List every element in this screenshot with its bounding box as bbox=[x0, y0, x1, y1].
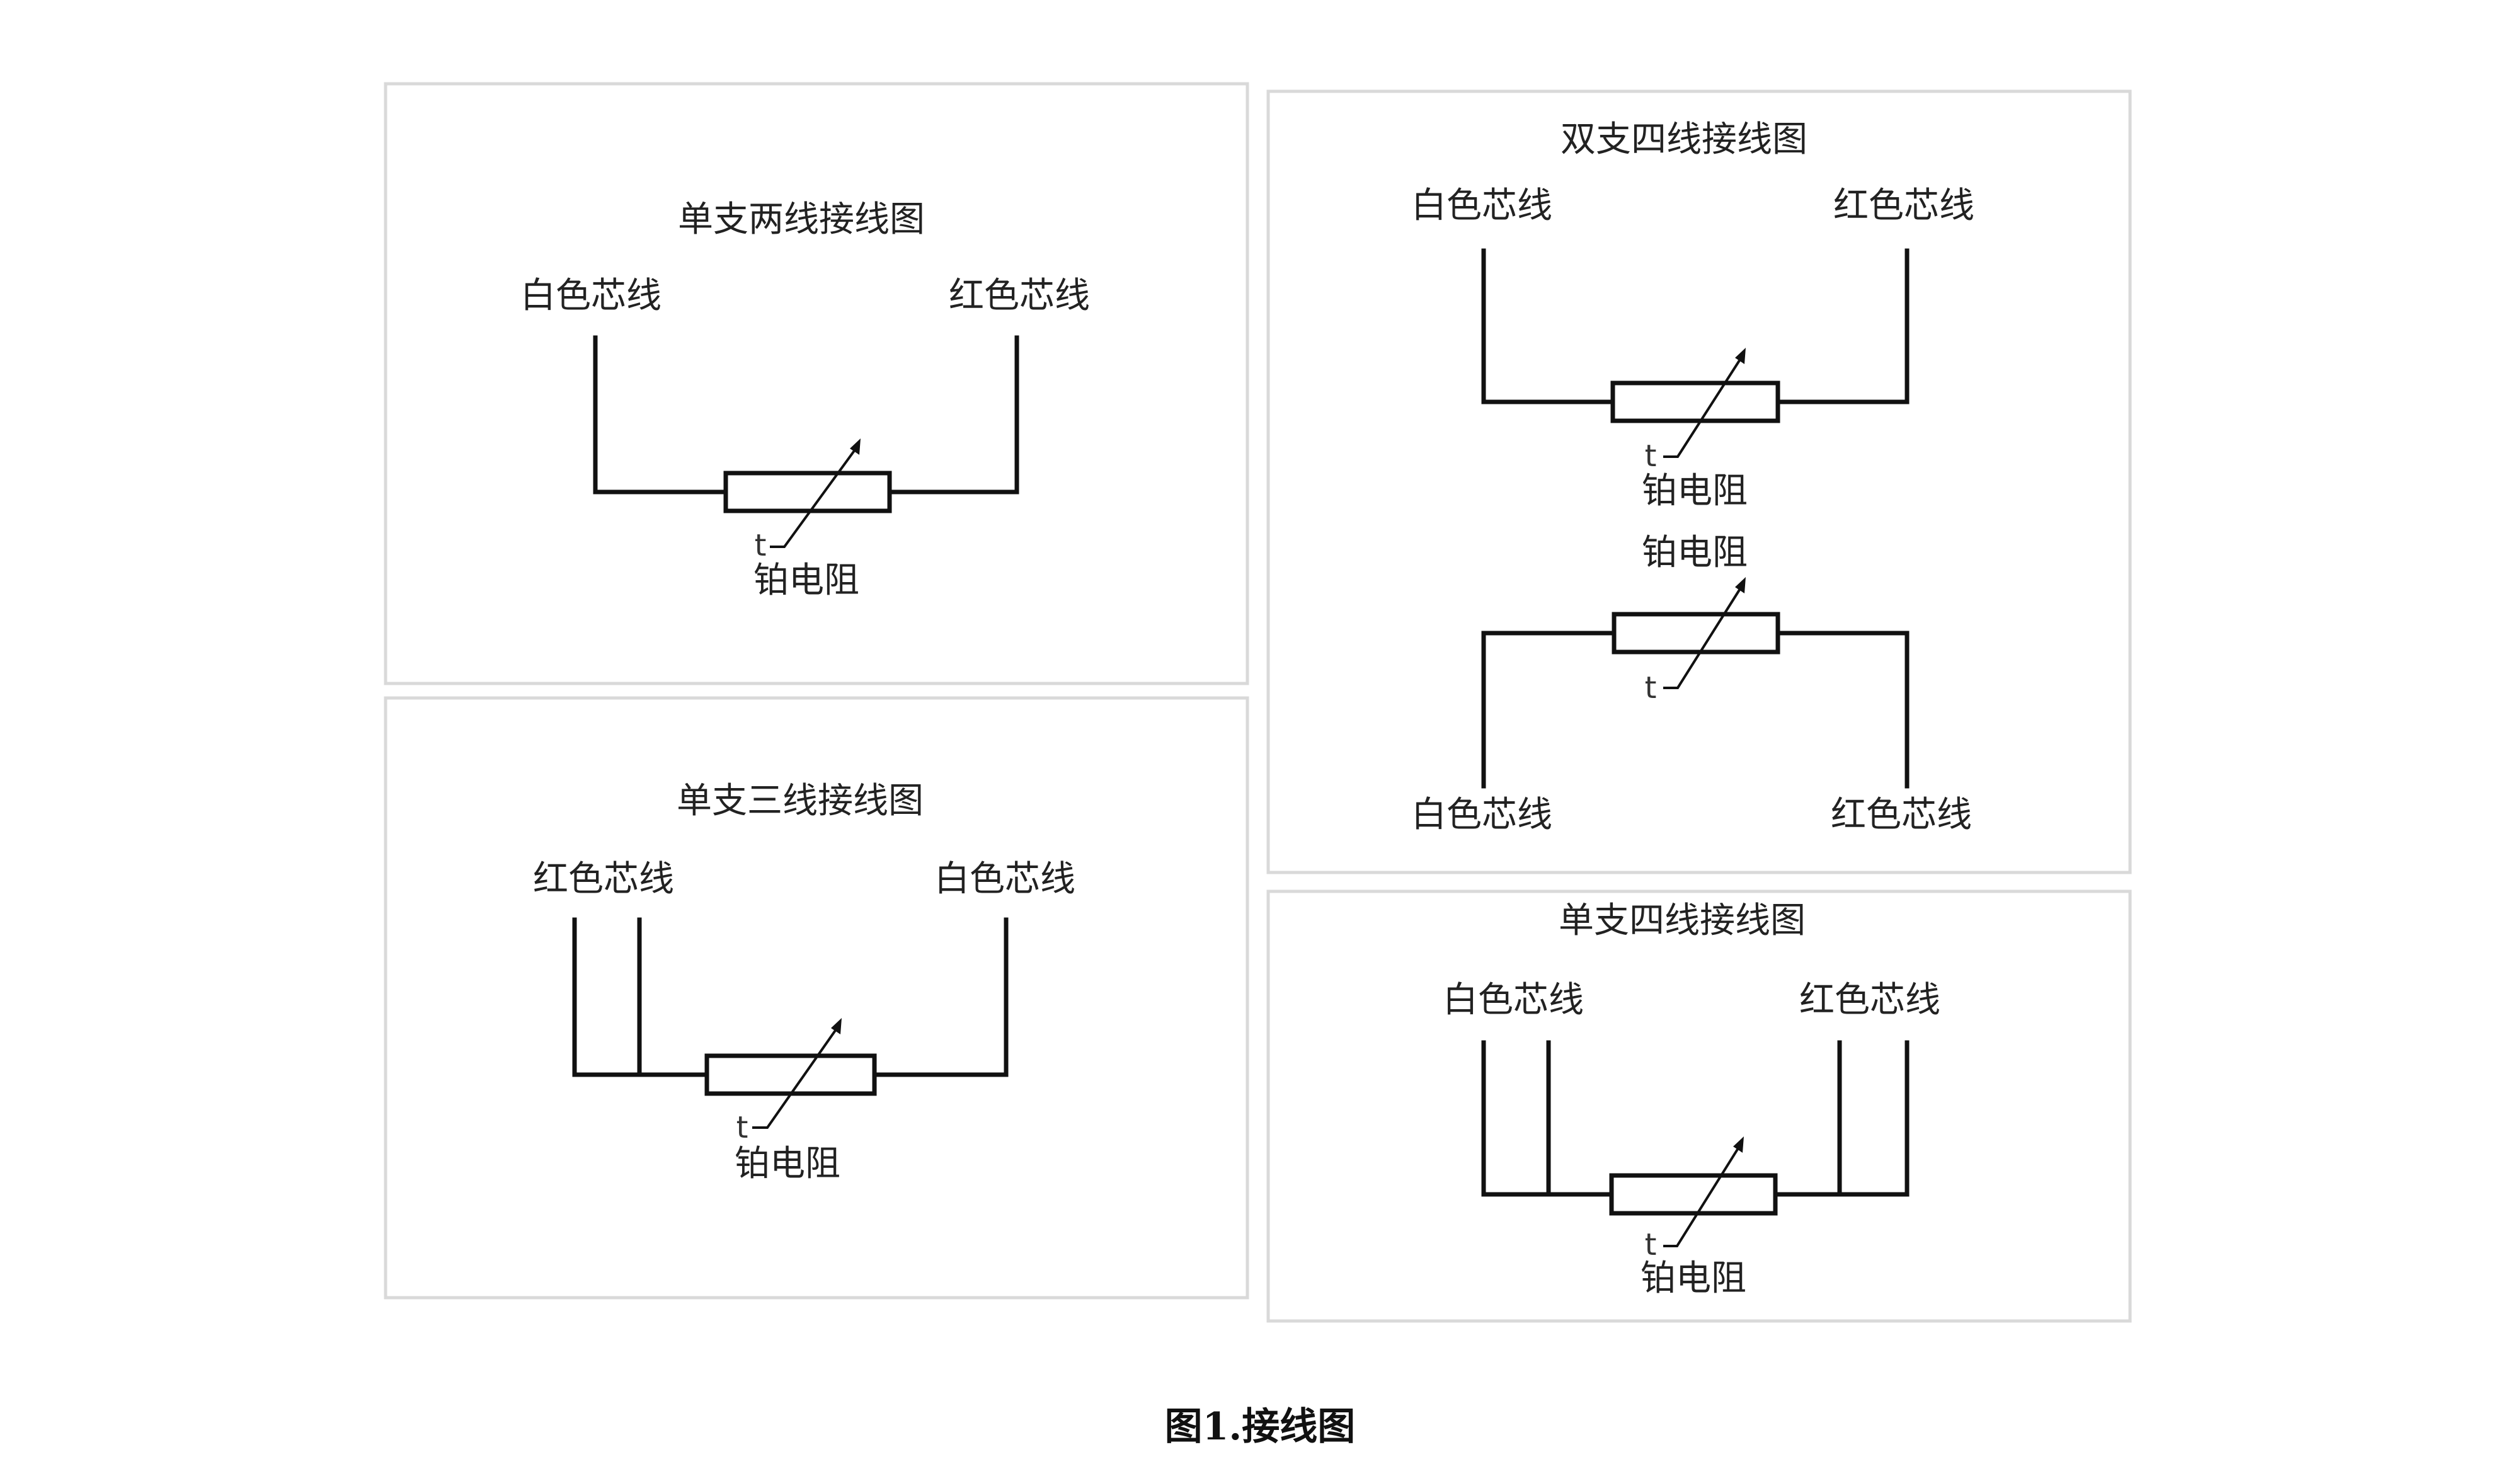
right-lead-wire bbox=[887, 335, 1019, 495]
panel-three-wire: 单支三线接线图 红色芯线 白色芯线 t 铂电阻 bbox=[384, 696, 1249, 1300]
arrow-head-icon bbox=[1735, 348, 1746, 364]
temperature-t-label: t bbox=[755, 528, 767, 563]
panel-three-wire-title: 单支三线接线图 bbox=[677, 781, 924, 821]
thermal-variable-arrow bbox=[752, 1026, 839, 1129]
top-left-lead-wire bbox=[1481, 248, 1615, 404]
panel-two-wire-title: 单支两线接线图 bbox=[678, 199, 925, 240]
arrow-head-icon bbox=[850, 438, 861, 455]
panel-four-wire-frame bbox=[1266, 889, 2132, 1323]
panel-three-wire-frame bbox=[384, 696, 1249, 1300]
right-outer-lead-wire bbox=[1773, 1040, 1910, 1197]
red-wire-label: 红色芯线 bbox=[1833, 185, 1974, 226]
platinum-resistor-symbol bbox=[1609, 1173, 1778, 1216]
red-wire-label: 红色芯线 bbox=[533, 859, 674, 900]
arrow-head-icon bbox=[1733, 1136, 1744, 1153]
red-wire-label: 红色芯线 bbox=[949, 275, 1090, 316]
panel-dual-four-wire-frame bbox=[1266, 89, 2132, 874]
bottom-left-lead-wire bbox=[1481, 631, 1617, 789]
white-wire-label: 白色芯线 bbox=[1443, 980, 1584, 1021]
white-wire-label: 白色芯线 bbox=[934, 859, 1075, 900]
panel-two-wire-frame bbox=[384, 82, 1249, 685]
red-wire-label: 红色芯线 bbox=[1831, 794, 1972, 835]
platinum-resistor-symbol bbox=[723, 471, 892, 513]
temperature-t-label: t bbox=[1645, 438, 1657, 474]
platinum-resistor-label: 铂电阻 bbox=[1642, 532, 1748, 573]
platinum-resistor-label: 铂电阻 bbox=[735, 1143, 840, 1184]
bottom-platinum-resistor-symbol bbox=[1612, 612, 1780, 655]
platinum-resistor-label: 铂电阻 bbox=[753, 560, 859, 601]
panel-dual-four-wire-title: 双支四线接线图 bbox=[1561, 119, 1807, 160]
thermal-variable-arrow bbox=[770, 446, 858, 548]
temperature-t-label: t bbox=[1645, 1227, 1657, 1262]
top-platinum-resistor-symbol bbox=[1610, 380, 1780, 423]
temperature-t-label: t bbox=[1645, 670, 1657, 706]
right-lead-wire bbox=[872, 917, 1009, 1077]
panel-four-wire-title: 单支四线接线图 bbox=[1559, 900, 1806, 941]
panel-four-wire: 单支四线接线图 白色芯线 红色芯线 t 铂电阻 bbox=[1266, 889, 2132, 1323]
left-outer-lead-wire bbox=[1481, 1040, 1614, 1197]
white-wire-label: 白色芯线 bbox=[1411, 794, 1552, 835]
panel-two-wire: 单支两线接线图 白色芯线 红色芯线 t 铂电阻 bbox=[384, 82, 1249, 685]
left-lead-wire bbox=[593, 335, 728, 495]
left-outer-lead-wire bbox=[572, 917, 709, 1077]
figure-caption: 图1.接线图 bbox=[1165, 1405, 1356, 1449]
platinum-resistor-label: 铂电阻 bbox=[1642, 471, 1748, 512]
white-wire-label: 白色芯线 bbox=[1411, 185, 1552, 226]
panel-dual-four-wire: 双支四线接线图 白色芯线 红色芯线 t 铂电阻 铂电阻 t 白色芯线 红色芯线 bbox=[1266, 89, 2132, 874]
temperature-t-label: t bbox=[736, 1110, 748, 1145]
top-right-lead-wire bbox=[1775, 248, 1910, 404]
top-thermal-variable-arrow bbox=[1663, 355, 1743, 458]
arrow-head-icon bbox=[1735, 577, 1746, 593]
platinum-resistor-label: 铂电阻 bbox=[1641, 1258, 1746, 1299]
platinum-resistor-symbol bbox=[704, 1053, 877, 1096]
white-wire-label: 白色芯线 bbox=[520, 275, 662, 316]
arrow-head-icon bbox=[831, 1018, 842, 1034]
bottom-right-lead-wire bbox=[1775, 631, 1910, 789]
thermal-variable-arrow bbox=[1663, 1144, 1741, 1247]
red-wire-label: 红色芯线 bbox=[1799, 980, 1940, 1021]
bottom-thermal-variable-arrow bbox=[1663, 585, 1743, 689]
